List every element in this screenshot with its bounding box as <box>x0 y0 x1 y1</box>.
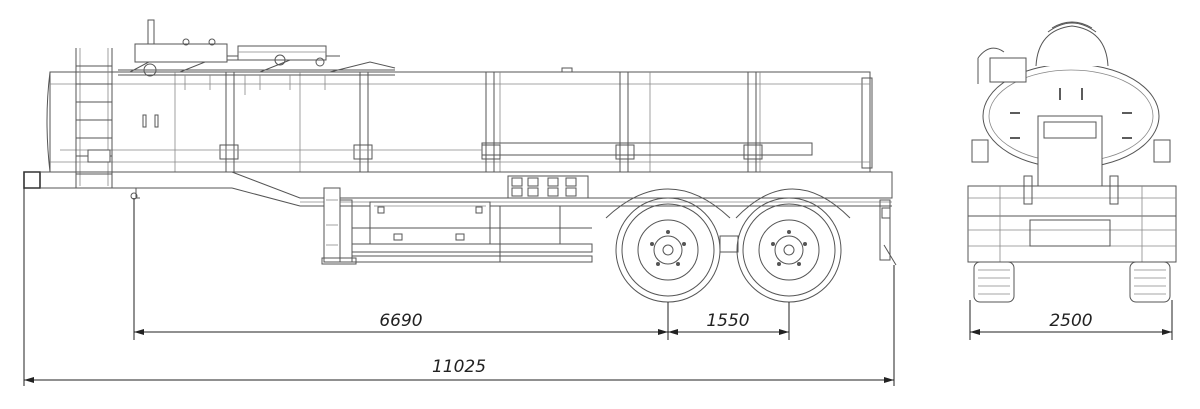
dim-11025: 11025 <box>432 357 486 377</box>
rear-axle-wheels <box>615 197 842 303</box>
top-walkway <box>118 19 573 95</box>
dim-6690: 6690 <box>379 311 422 331</box>
rear-view <box>967 21 1177 303</box>
dim-1550: 1550 <box>706 311 749 331</box>
side-view <box>23 19 897 303</box>
dim-2500: 2500 <box>1049 311 1092 331</box>
chassis-frame <box>23 171 897 266</box>
ladder <box>75 48 113 188</box>
dimension-lines: 6690 1550 11025 2500 <box>23 188 1173 386</box>
tank-body <box>46 71 873 173</box>
